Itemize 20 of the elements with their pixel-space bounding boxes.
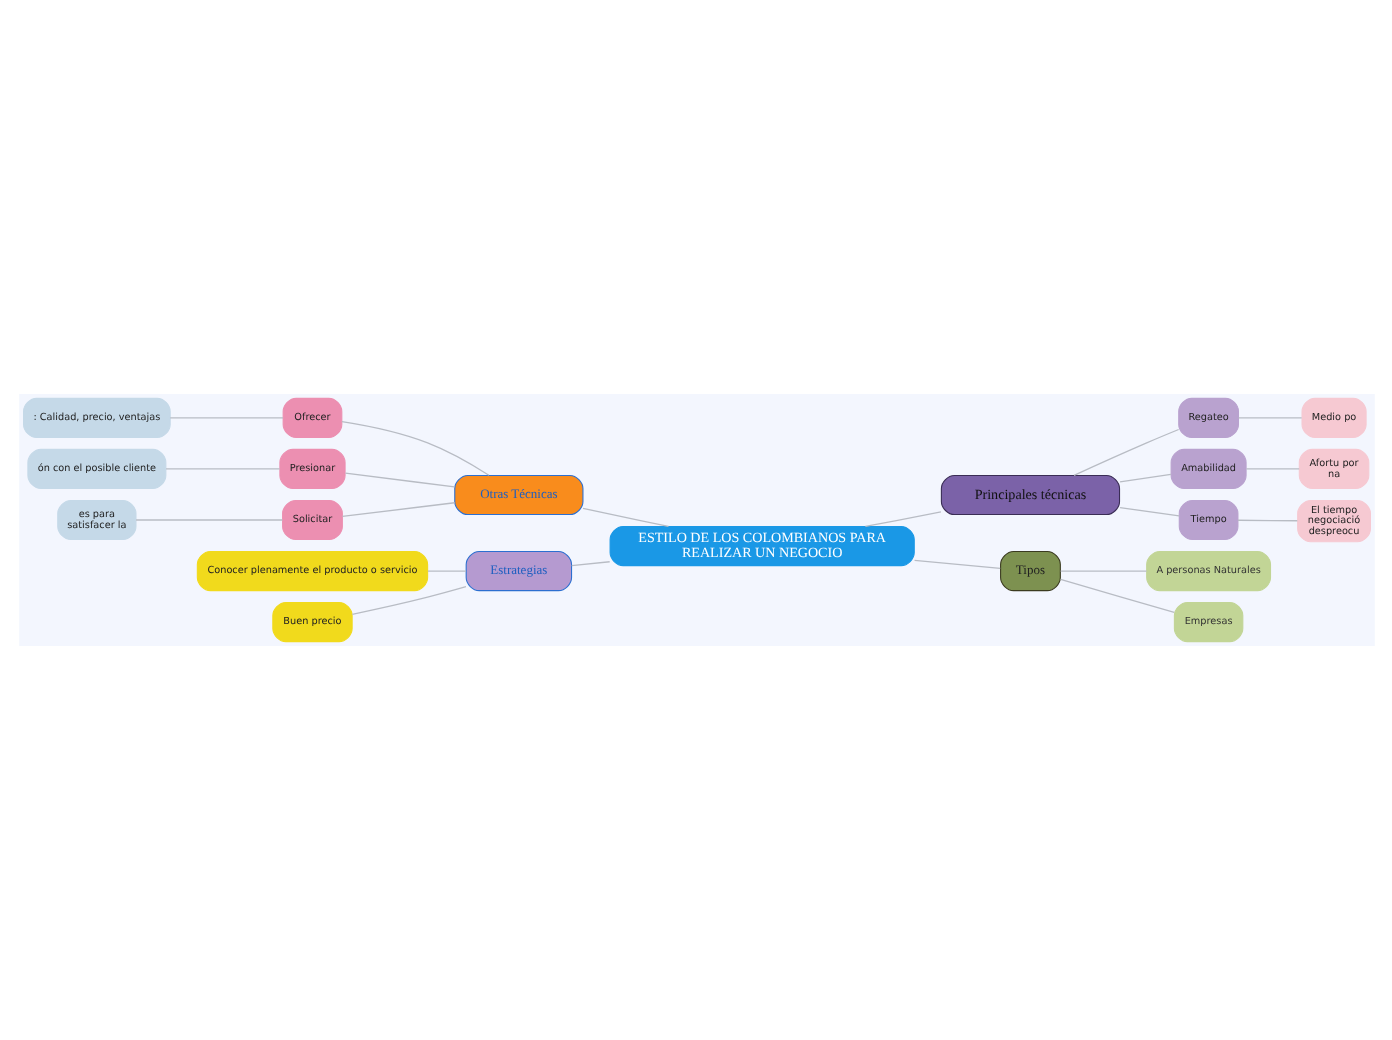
connector bbox=[343, 472, 455, 488]
connector bbox=[1236, 417, 1302, 419]
connector bbox=[1058, 578, 1174, 614]
connector bbox=[1118, 506, 1179, 517]
connector bbox=[134, 519, 283, 521]
connector bbox=[912, 559, 1000, 569]
connector bbox=[1236, 519, 1297, 522]
connector bbox=[570, 561, 610, 567]
connector bbox=[164, 468, 280, 470]
connector bbox=[1072, 428, 1179, 476]
connector bbox=[340, 502, 455, 518]
connector bbox=[1244, 468, 1299, 470]
connector bbox=[168, 417, 283, 419]
connector bbox=[350, 586, 466, 615]
connector bbox=[1118, 473, 1171, 483]
connector bbox=[426, 570, 466, 572]
connector bbox=[340, 420, 489, 476]
connector bbox=[863, 511, 941, 528]
connector bbox=[1058, 570, 1147, 572]
connector bbox=[581, 507, 669, 528]
